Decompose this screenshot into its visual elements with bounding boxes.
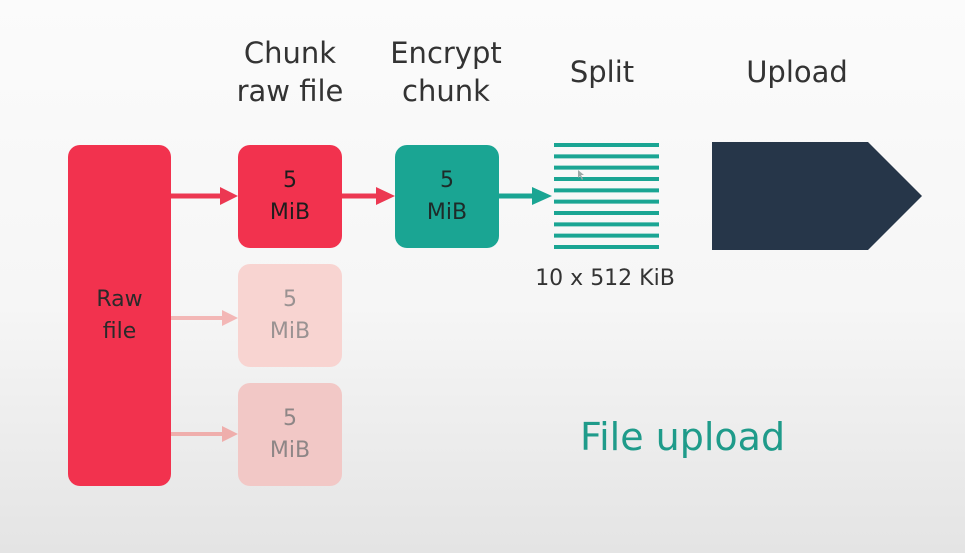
- header-chunk-raw-file: Chunk raw file: [236, 36, 344, 108]
- chunk-label-2: 5 MiB: [269, 286, 311, 344]
- chunk-label-3: 5 MiB: [269, 405, 311, 463]
- upload-shape: [712, 142, 922, 250]
- header-upload: Upload: [746, 55, 848, 89]
- encrypted-chunk-label: 5 MiB: [426, 167, 468, 225]
- caption-file-upload: File upload: [580, 415, 786, 459]
- arrow-raw-to-chunk-1: [171, 187, 238, 205]
- split-lines: [554, 143, 659, 249]
- header-encrypt-chunk: Encrypt chunk: [390, 36, 502, 108]
- chunk-block-2: 5 MiB: [238, 264, 342, 367]
- chunk-label-1: 5 MiB: [269, 167, 311, 225]
- raw-file-block: Raw file: [68, 145, 171, 486]
- arrow-encrypt-to-split: [499, 187, 552, 205]
- encrypted-chunk-block: 5 MiB: [395, 145, 499, 248]
- chunk-block-3: 5 MiB: [238, 383, 342, 486]
- raw-file-label: Raw file: [96, 286, 143, 344]
- arrow-raw-to-chunk-2: [171, 310, 238, 326]
- arrow-raw-to-chunk-3: [171, 426, 238, 442]
- chunk-block-1: 5 MiB: [238, 145, 342, 248]
- header-split: Split: [569, 55, 635, 89]
- split-size-label: 10 x 512 KiB: [535, 266, 675, 291]
- arrow-chunk-to-encrypt: [342, 187, 395, 205]
- cursor-icon: [578, 170, 584, 180]
